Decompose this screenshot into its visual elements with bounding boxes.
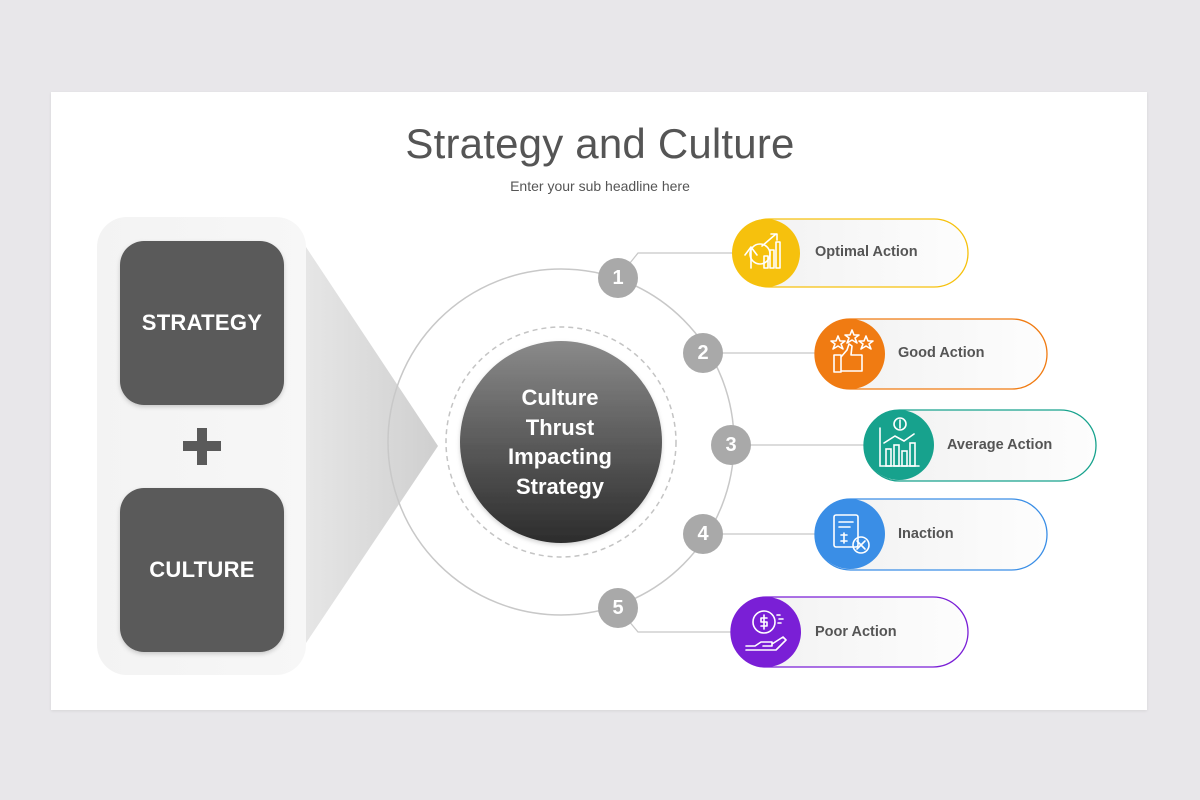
action-label-2: Good Action [898,345,985,361]
bar-chart-dollar-icon [879,417,920,467]
action-pill-4 [814,498,1048,571]
hand-dollar-coin-icon [745,610,787,651]
action-pill-1 [732,218,969,288]
center-line-1: Culture [521,385,599,410]
page-title: Strategy and Culture [405,120,795,167]
center-line-2: Thrust [525,414,595,440]
action-label-3: Average Action [947,437,1053,453]
culture-box [120,488,284,652]
action-label-1: Optimal Action [815,244,918,260]
node-3 [711,425,751,465]
action-label-4: Inaction [898,526,954,542]
node-number-4: 4 [697,523,709,545]
node-1 [598,258,638,298]
node-4 [683,514,723,554]
node-number-3: 3 [725,434,737,456]
node-number-1: 1 [612,267,624,289]
thumbs-up-stars-icon [830,329,874,373]
dashed-ring [445,326,677,558]
center-label: Culture Thrust Impacting Strategy [460,383,660,501]
node-number-5: 5 [612,597,624,619]
action-label-5: Poor Action [815,624,897,640]
node-5 [598,588,638,628]
culture-label: CULTURE [149,557,255,582]
center-circle [460,341,662,543]
plus-icon [183,428,221,465]
node-2 [683,333,723,373]
gear-growth-chart-icon [744,233,781,269]
strategy-box [120,241,284,405]
page-subtitle: Enter your sub headline here [510,178,690,194]
node-number-2: 2 [697,342,709,364]
action-pill-2 [814,318,1048,390]
funnel-connector [300,238,438,652]
center-line-4: Strategy [515,473,605,499]
document-cancel-dollar-icon [833,514,870,554]
strategy-label: STRATEGY [141,310,263,335]
center-line-3: Impacting [508,444,612,469]
